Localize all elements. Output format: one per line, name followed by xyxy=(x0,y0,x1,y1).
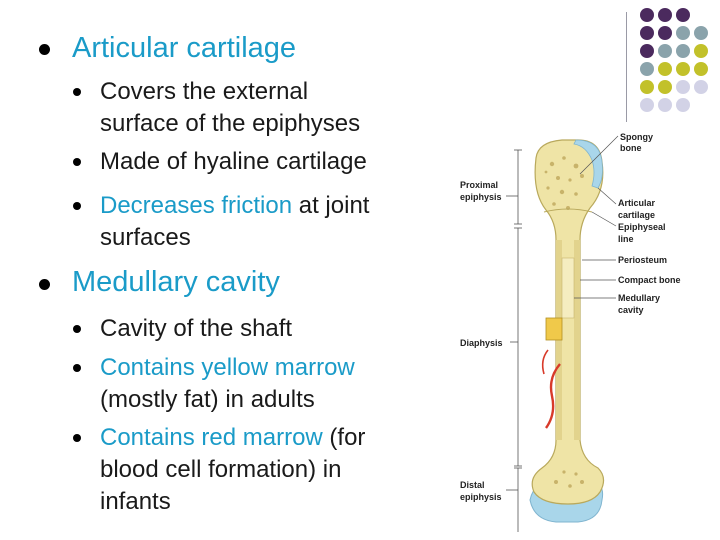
svg-text:Spongy: Spongy xyxy=(620,132,653,142)
label-distal-epiphysis: Distal xyxy=(460,480,485,490)
svg-text:line: line xyxy=(618,234,634,244)
svg-text:Medullary: Medullary xyxy=(618,293,660,303)
label-epiphyseal-line: Epiphyseal xyxy=(618,222,666,232)
svg-text:Epiphyseal: Epiphyseal xyxy=(618,222,666,232)
long-bone-diagram: Spongy bone Proximal epiphysis Articular… xyxy=(460,132,681,532)
yellow-marrow-block xyxy=(545,317,563,341)
label-articular-cartilage: Articular xyxy=(618,198,656,208)
compact-bone-wall xyxy=(574,240,580,440)
label-diaphysis: Diaphysis xyxy=(460,338,503,348)
label-spongy-bone-2: bone xyxy=(620,143,642,153)
bullet-icon xyxy=(39,44,50,55)
svg-text:cavity: cavity xyxy=(618,305,644,315)
svg-text:bone: bone xyxy=(620,143,642,153)
sub-bullet-icon xyxy=(73,202,81,210)
sub-bullet-icon xyxy=(73,434,81,442)
proximal-articular-cartilage xyxy=(573,139,603,189)
label-articular-cartilage-2: cartilage xyxy=(618,210,655,220)
sub-bullet-icon xyxy=(73,88,81,96)
svg-text:Proximal: Proximal xyxy=(460,180,498,190)
list-item: Contains yellow marrow (mostly fat) in a… xyxy=(100,354,355,413)
svg-text:cartilage: cartilage xyxy=(618,210,655,220)
list-item: Cavity of the shaft xyxy=(100,315,293,342)
label-medullary-cavity-2: cavity xyxy=(618,305,644,315)
decorative-dot-grid xyxy=(626,8,716,118)
sub-bullet-icon xyxy=(73,364,81,372)
pointer-lines xyxy=(574,135,619,299)
heading-medullary-cavity: Medullary cavity xyxy=(72,266,280,298)
list-item: Covers the external surface of the epiph… xyxy=(100,78,361,137)
svg-text:Diaphysis: Diaphysis xyxy=(460,338,503,348)
list-item: Decreases friction at joint surfaces xyxy=(100,192,370,251)
blood-vessel xyxy=(545,363,561,429)
label-distal-epiphysis-2: epiphysis xyxy=(460,492,502,502)
medullary-cavity-cutaway xyxy=(561,257,575,319)
decorative-divider-line xyxy=(626,12,627,122)
list-item: Contains red marrow (for blood cell form… xyxy=(100,424,366,515)
svg-text:epiphysis: epiphysis xyxy=(460,492,502,502)
svg-text:Articular: Articular xyxy=(618,198,656,208)
svg-text:Compact bone: Compact bone xyxy=(618,275,681,285)
label-epiphyseal-line-2: line xyxy=(618,234,634,244)
svg-text:epiphysis: epiphysis xyxy=(460,192,502,202)
sub-bullet-icon xyxy=(73,325,81,333)
blood-vessel xyxy=(541,349,549,375)
epiphyseal-line xyxy=(543,208,593,213)
label-proximal-epiphysis-2: epiphysis xyxy=(460,192,502,202)
spongy-bone-texture xyxy=(544,156,584,488)
list-item: Made of hyaline cartilage xyxy=(100,148,367,175)
sub-bullet-icon xyxy=(73,158,81,166)
heading-articular-cartilage: Articular cartilage xyxy=(72,32,297,64)
svg-text:Distal: Distal xyxy=(460,480,485,490)
label-periosteum: Periosteum xyxy=(618,255,667,265)
label-proximal-epiphysis: Proximal xyxy=(460,180,498,190)
bullet-icon xyxy=(39,279,50,290)
label-compact-bone: Compact bone xyxy=(618,275,681,285)
figure-brackets xyxy=(506,149,522,532)
label-medullary-cavity: Medullary xyxy=(618,293,660,303)
bone-body xyxy=(531,139,605,505)
label-spongy-bone: Spongy xyxy=(620,132,653,142)
svg-text:Periosteum: Periosteum xyxy=(618,255,667,265)
